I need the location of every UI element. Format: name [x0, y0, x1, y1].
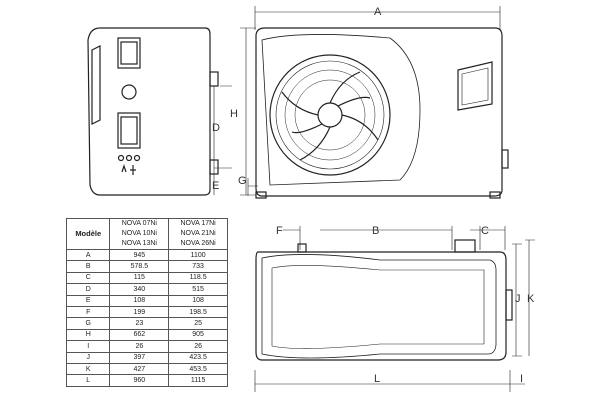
- cell-v2: 453.5: [168, 362, 228, 376]
- cell-v2: 1100: [168, 248, 228, 262]
- label-I: I: [520, 373, 523, 385]
- label-H: H: [230, 108, 238, 120]
- label-B: B: [372, 225, 379, 237]
- label-L: L: [374, 373, 380, 385]
- cell-v1: 427: [109, 362, 170, 376]
- label-C: C: [481, 225, 489, 237]
- label-D: D: [212, 122, 220, 134]
- label-J: J: [515, 293, 521, 305]
- cell-v2: 733: [168, 260, 228, 273]
- cell-dim: B: [65, 260, 111, 273]
- cell-v2: 118.5: [168, 271, 228, 285]
- cell-dim: F: [65, 305, 111, 319]
- cell-v2: 423.5: [168, 351, 228, 364]
- cell-v2: 515: [168, 283, 228, 296]
- cell-dim: E: [65, 294, 111, 307]
- model-header: Modèle: [65, 218, 111, 250]
- cell-dim: D: [65, 283, 111, 296]
- cell-v1: 199: [109, 305, 170, 319]
- cell-v1: 960: [109, 374, 170, 387]
- cell-dim: A: [65, 248, 111, 262]
- cell-v1: 108: [109, 294, 170, 307]
- cell-v2: 26: [168, 340, 228, 353]
- cell-v1: 115: [109, 271, 170, 285]
- cell-v1: 26: [109, 340, 170, 353]
- cell-dim: I: [65, 340, 111, 353]
- cell-v1: 578.5: [109, 260, 170, 273]
- cell-v1: 662: [109, 328, 170, 342]
- dimension-lines: [213, 6, 535, 392]
- cell-v1: 23: [109, 317, 170, 330]
- side-view: [87, 27, 219, 196]
- top-view: [255, 239, 513, 361]
- label-E: E: [212, 180, 219, 192]
- label-F: F: [276, 225, 283, 237]
- label-G: G: [238, 175, 247, 187]
- cell-v1: 397: [109, 351, 170, 364]
- label-A: A: [374, 6, 382, 18]
- cell-dim: J: [65, 351, 111, 364]
- cell-v2: 198.5: [168, 305, 228, 319]
- cell-v2: 1115: [168, 374, 228, 387]
- cell-v2: 905: [168, 328, 228, 342]
- cell-v1: 340: [109, 283, 170, 296]
- dimension-labels: A B C D E F G H I J K L: [212, 6, 535, 385]
- cell-dim: H: [65, 328, 111, 342]
- front-view: [255, 27, 509, 199]
- cell-v1: 945: [109, 248, 170, 262]
- label-K: K: [527, 293, 535, 305]
- cell-dim: G: [65, 317, 111, 330]
- cell-dim: L: [65, 374, 111, 387]
- cell-dim: K: [65, 362, 111, 376]
- cell-dim: C: [65, 271, 111, 285]
- cell-v2: 25: [168, 317, 228, 330]
- cell-v2: 108: [168, 294, 228, 307]
